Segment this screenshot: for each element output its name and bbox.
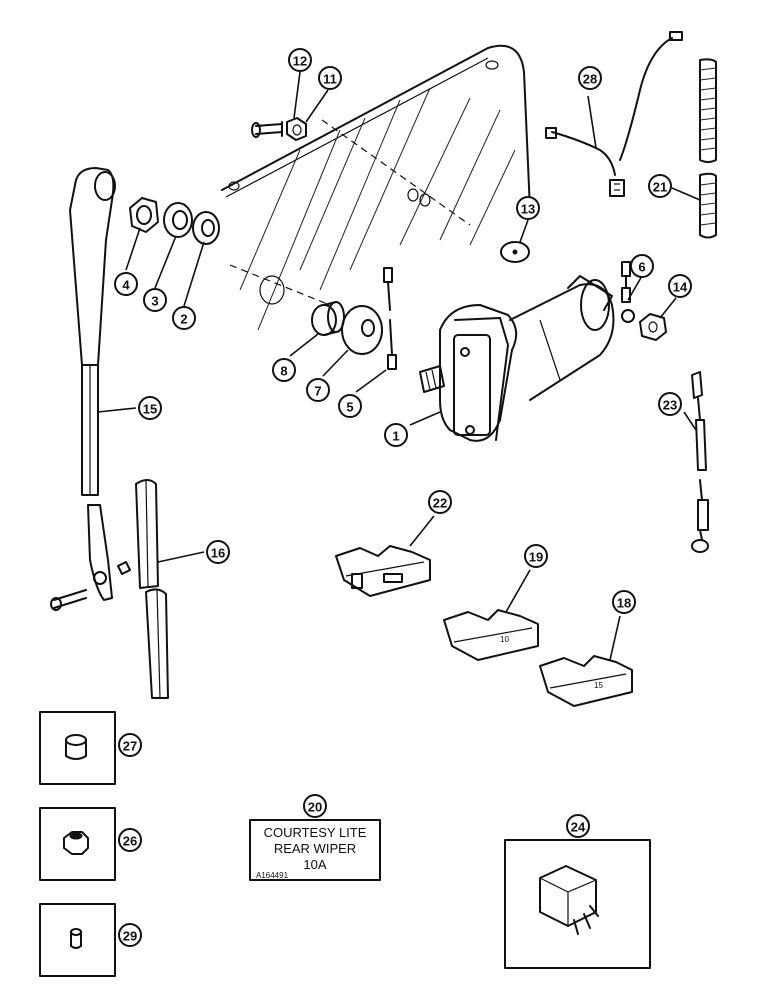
callout-number: 24 [571, 820, 586, 835]
callout-2: 2 [172, 306, 196, 330]
callout-number: 13 [521, 202, 535, 217]
callout-number: 21 [653, 180, 667, 195]
callout-number: 4 [122, 278, 130, 293]
callout-number: 18 [617, 596, 631, 611]
washer-7 [341, 305, 383, 355]
callout-number: 23 [663, 398, 677, 413]
callout-number: 12 [293, 54, 307, 69]
fuse-18: 15 [539, 655, 633, 707]
washer-3 [163, 202, 193, 238]
box-29 [39, 903, 116, 977]
spacer-8 [311, 301, 345, 336]
box-26 [39, 807, 116, 881]
fuse-19: 10 [443, 609, 539, 661]
callout-8: 8 [272, 358, 296, 382]
leader-lines [97, 71, 701, 661]
callout-19: 19 [524, 544, 548, 568]
callout-16: 16 [206, 540, 230, 564]
callout-11: 11 [318, 66, 342, 90]
decal-line-1: COURTESY LITE [264, 825, 367, 840]
wire-harness-28 [545, 31, 683, 197]
callout-number: 14 [673, 280, 688, 295]
rear-window-glass [221, 44, 531, 331]
callout-27: 27 [118, 733, 142, 757]
callout-14: 14 [668, 274, 692, 298]
callout-number: 5 [346, 400, 353, 415]
callout-15: 15 [138, 396, 162, 420]
fuse-18-rating: 15 [594, 681, 603, 690]
callout-1: 1 [384, 423, 408, 447]
callout-29: 29 [118, 923, 142, 947]
terminal-lead-5 [383, 267, 397, 370]
callout-number: 20 [308, 800, 322, 815]
callout-12: 12 [288, 48, 312, 72]
nut-14 [639, 313, 667, 341]
callout-6: 6 [630, 254, 654, 278]
callout-number: 22 [433, 496, 447, 511]
callout-number: 3 [151, 294, 158, 309]
box-27 [39, 711, 116, 785]
callout-group: 1234567811121314151618192021222324262728… [114, 48, 692, 947]
decal-line-2: REAR WIPER [274, 841, 356, 856]
wiper-motor [419, 275, 615, 442]
callout-number: 26 [123, 834, 137, 849]
callout-number: 15 [143, 402, 157, 417]
callout-number: 8 [280, 364, 287, 379]
callout-18: 18 [612, 590, 636, 614]
callout-22: 22 [428, 490, 452, 514]
callout-26: 26 [118, 828, 142, 852]
wire-lead-23 [691, 371, 709, 553]
callout-number: 1 [392, 429, 399, 444]
callout-23: 23 [658, 392, 682, 416]
callout-20: 20 [303, 794, 327, 818]
screw-12 [251, 121, 283, 138]
callout-28: 28 [578, 66, 602, 90]
callout-4: 4 [114, 272, 138, 296]
fuse-19-rating: 10 [500, 635, 509, 644]
cap-13 [500, 241, 530, 263]
callout-number: 28 [583, 72, 597, 87]
callout-number: 2 [180, 312, 187, 327]
decal-part-code: A164491 [256, 871, 289, 880]
decal-line-3: 10A [303, 857, 326, 872]
washer-2 [192, 211, 220, 245]
callout-number: 11 [323, 72, 337, 87]
callout-number: 16 [211, 546, 225, 561]
fuse-22 [335, 545, 431, 597]
callout-number: 29 [123, 929, 137, 944]
wiper-blade-refill [135, 479, 169, 699]
nut-11 [286, 117, 307, 141]
callout-number: 27 [123, 739, 137, 754]
callout-number: 6 [638, 260, 645, 275]
wiper-arm [50, 167, 131, 611]
callout-3: 3 [143, 288, 167, 312]
callout-7: 7 [306, 378, 330, 402]
callout-number: 19 [529, 550, 543, 565]
spring-sleeves-21 [699, 58, 717, 239]
callout-13: 13 [516, 196, 540, 220]
callout-24: 24 [566, 814, 590, 838]
decal-20: COURTESY LITE REAR WIPER 10A A164491 [249, 819, 381, 881]
callout-5: 5 [338, 394, 362, 418]
box-24-relay [504, 839, 651, 969]
callout-21: 21 [648, 174, 672, 198]
nut-4 [129, 197, 159, 233]
callout-number: 7 [314, 384, 321, 399]
